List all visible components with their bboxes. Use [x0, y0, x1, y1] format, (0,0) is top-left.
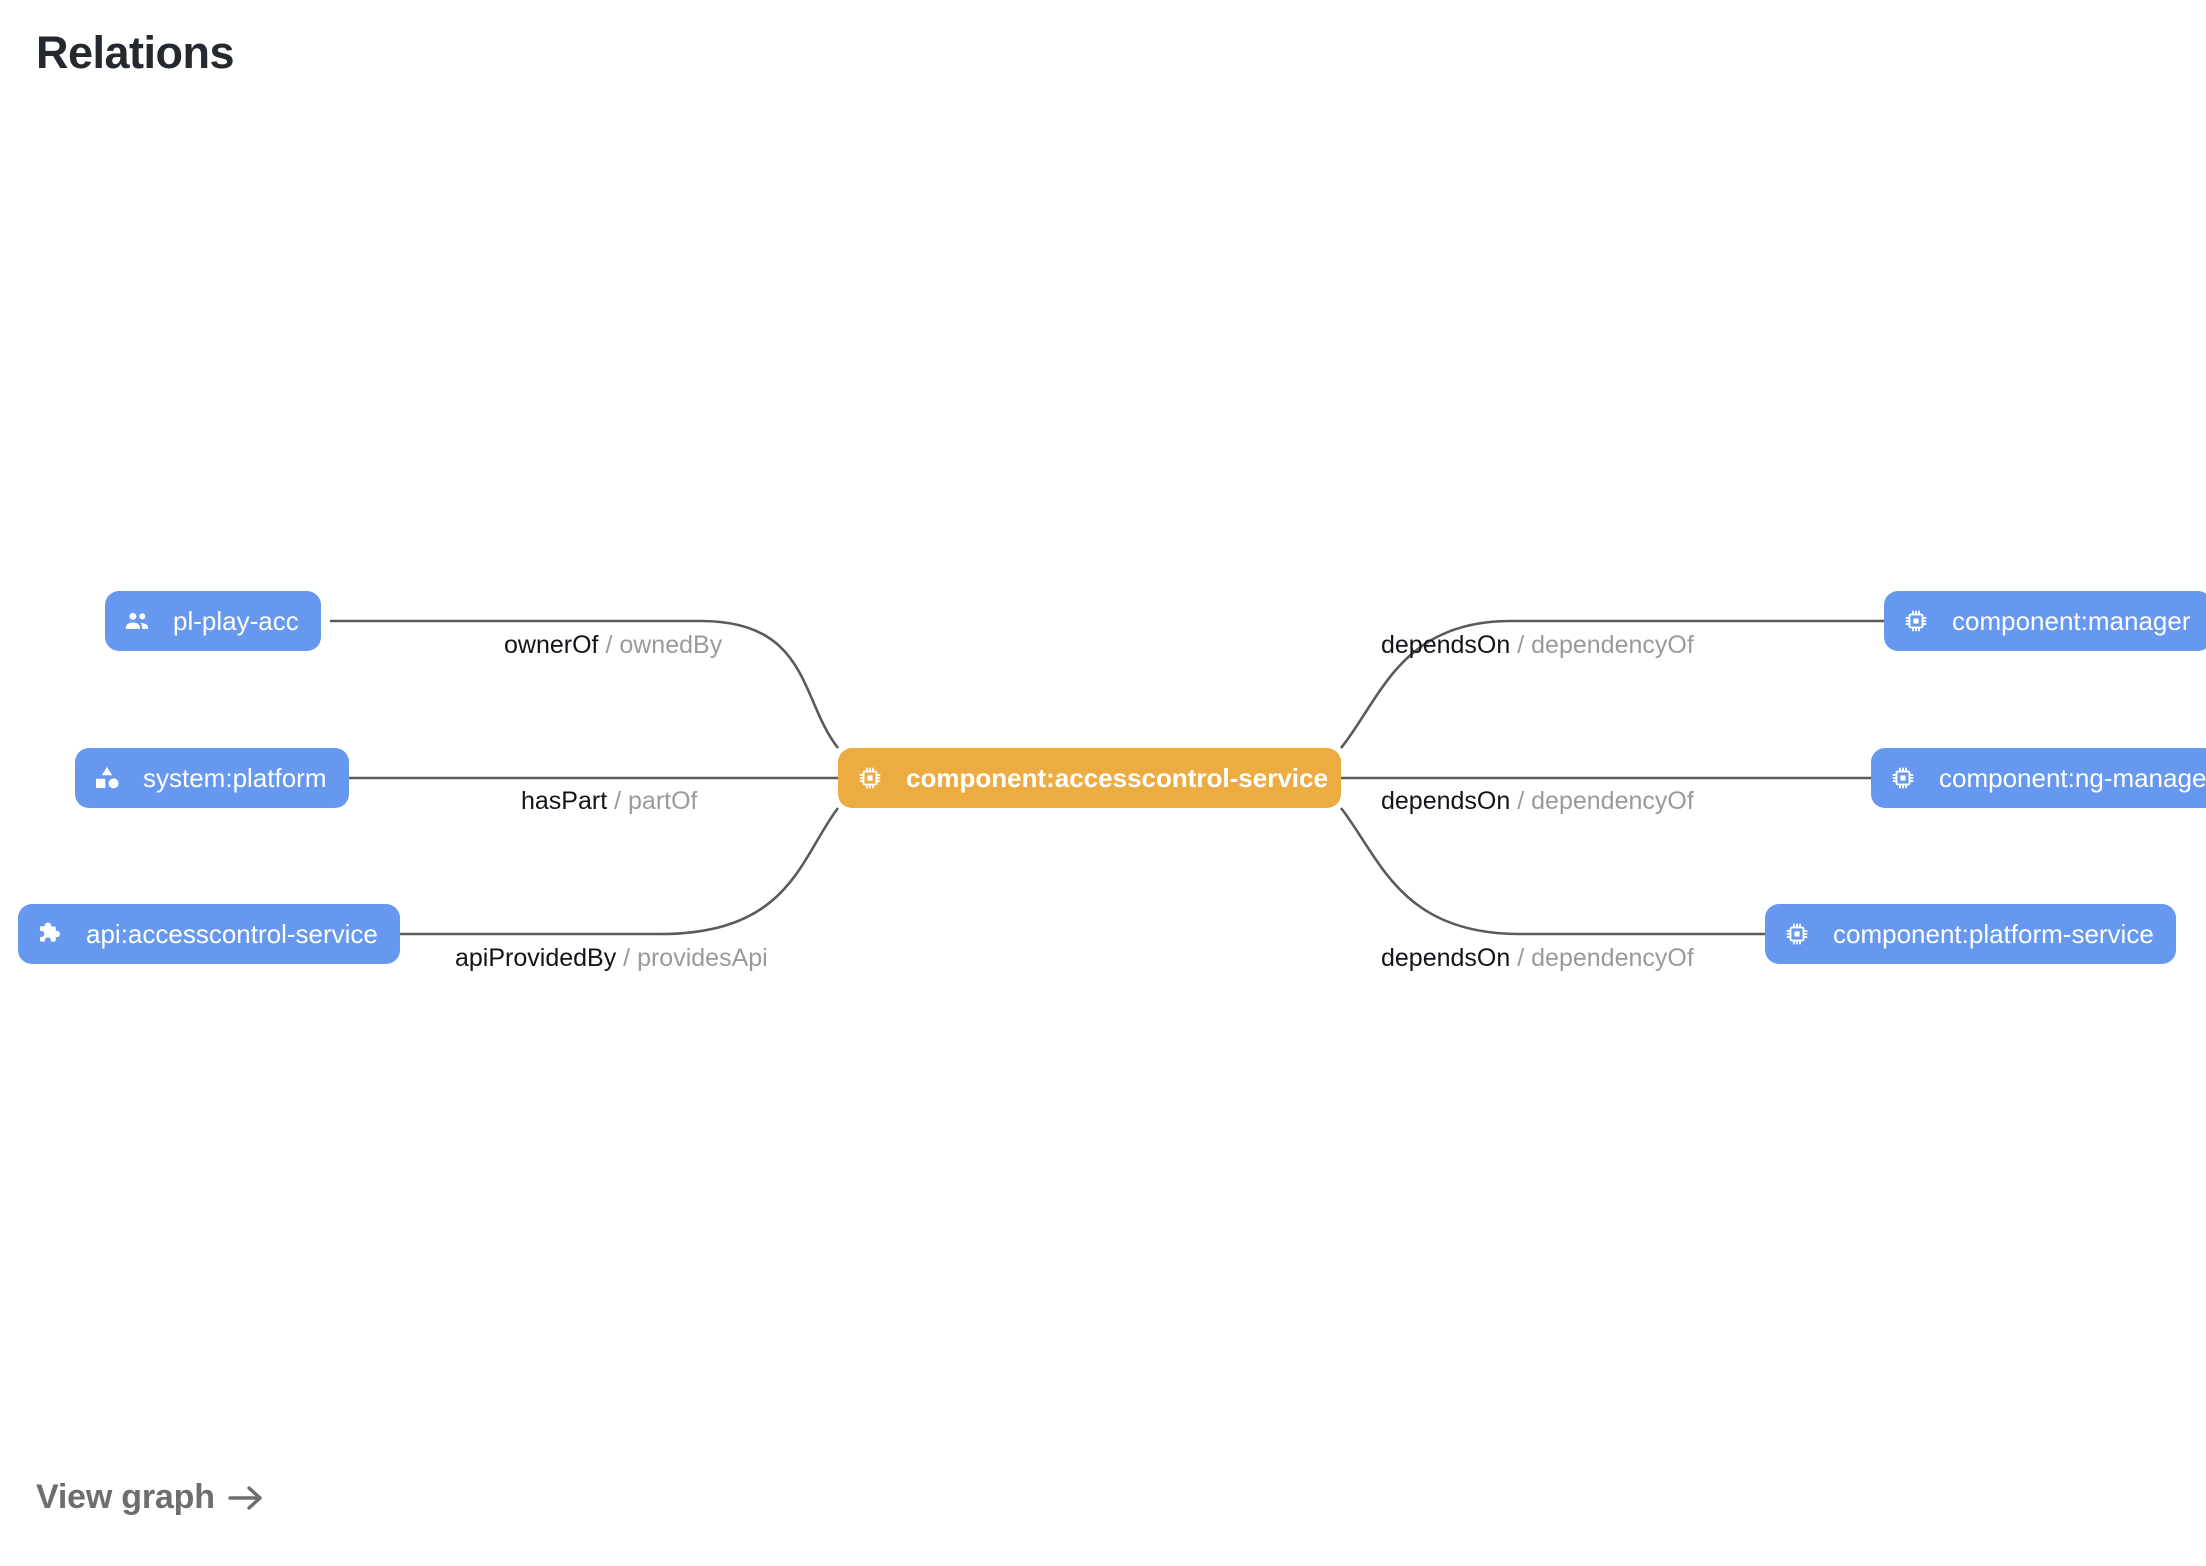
edge-ownerOf: [330, 619, 840, 749]
edge-label-separator: /: [623, 944, 638, 972]
edge-label-dependsOn-ng-manager: dependsOn / dependencyOf: [1381, 789, 1694, 814]
edge-label-reverse: ownedBy: [619, 631, 723, 659]
edge-label-reverse: dependencyOf: [1531, 944, 1694, 972]
graph-node-label: api:accesscontrol-service: [86, 919, 378, 949]
edge-label-hasPart: hasPart / partOf: [521, 789, 698, 814]
graph-node-center-accesscontrol-service[interactable]: component:accesscontrol-service: [838, 748, 1341, 808]
graph-node-component-platform-service[interactable]: component:platform-service: [1765, 904, 2176, 964]
edge-dependsOn-manager: [1339, 619, 1884, 749]
edge-label-forward: dependsOn: [1381, 631, 1511, 659]
edge-label-reverse: dependencyOf: [1531, 787, 1694, 815]
graph-node-label: pl-play-acc: [173, 606, 299, 636]
edge-label-separator: /: [1517, 944, 1532, 972]
puzzle-extension-icon: [36, 920, 64, 948]
edge-label-apiProvidedBy: apiProvidedBy / providesApi: [455, 946, 768, 971]
graph-node-system-platform[interactable]: system:platform: [75, 748, 349, 808]
edge-label-forward: ownerOf: [504, 631, 599, 659]
memory-chip-icon: [1783, 920, 1811, 948]
edge-label-separator: /: [605, 631, 620, 659]
graph-node-pl-play-acc[interactable]: pl-play-acc: [105, 591, 321, 651]
category-shapes-icon: [93, 764, 121, 792]
edge-label-forward: apiProvidedBy: [455, 944, 617, 972]
edge-label-separator: /: [1517, 787, 1532, 815]
graph-node-label: system:platform: [143, 763, 327, 793]
graph-node-label: component:platform-service: [1833, 919, 2154, 949]
memory-chip-icon: [1889, 764, 1917, 792]
view-graph-label: View graph: [36, 1478, 215, 1516]
memory-chip-icon: [1902, 607, 1930, 635]
edge-apiProvidedBy: [290, 807, 840, 936]
group-people-icon: [123, 607, 151, 635]
edge-label-separator: /: [614, 787, 629, 815]
page-title: Relations: [36, 27, 235, 78]
edge-dependsOn-platform-service: [1339, 807, 1765, 936]
graph-node-label: component:manager: [1952, 606, 2191, 636]
graph-node-api-accesscontrol-service[interactable]: api:accesscontrol-service: [18, 904, 400, 964]
edge-label-forward: dependsOn: [1381, 787, 1511, 815]
edge-label-reverse: partOf: [628, 787, 698, 815]
graph-node-component-ng-manager[interactable]: component:ng-manager: [1871, 748, 2206, 808]
graph-node-component-manager[interactable]: component:manager: [1884, 591, 2206, 651]
edge-label-dependsOn-platform-service: dependsOn / dependencyOf: [1381, 946, 1694, 971]
edge-label-forward: hasPart: [521, 787, 608, 815]
edge-label-separator: /: [1517, 631, 1532, 659]
edge-label-forward: dependsOn: [1381, 944, 1511, 972]
view-graph-link[interactable]: View graph: [36, 1478, 265, 1517]
edge-label-reverse: dependencyOf: [1531, 631, 1694, 659]
graph-node-label: component:accesscontrol-service: [906, 763, 1328, 793]
edge-label-dependsOn-manager: dependsOn / dependencyOf: [1381, 633, 1694, 658]
edge-label-ownerOf: ownerOf / ownedBy: [504, 633, 722, 658]
arrow-right-icon: [227, 1482, 265, 1514]
memory-chip-icon: [856, 764, 884, 792]
graph-node-label: component:ng-manager: [1939, 763, 2206, 793]
edge-label-reverse: providesApi: [637, 944, 768, 972]
